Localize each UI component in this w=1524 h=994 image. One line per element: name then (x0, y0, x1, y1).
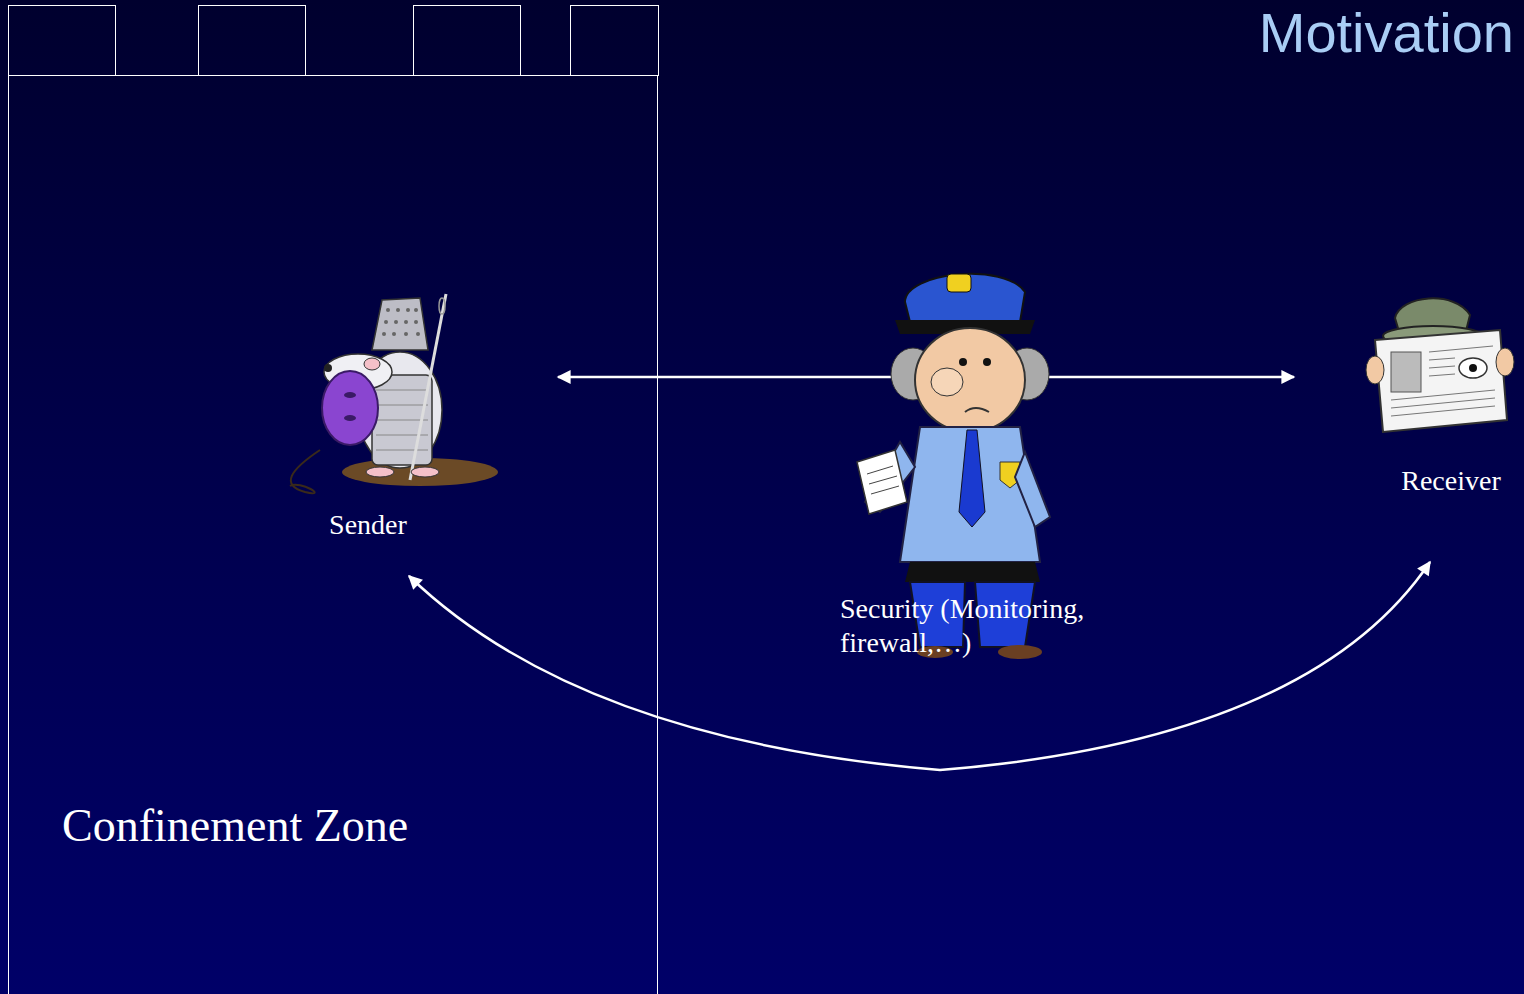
battlement (414, 6, 521, 76)
battlement (199, 6, 306, 76)
spy-with-newspaper-illustration (1295, 290, 1520, 562)
receiver-figure: Receiver (1295, 290, 1520, 562)
node-label: Security (Monitoring, firewall,…) (840, 592, 1220, 659)
node-label: Sender (329, 508, 407, 542)
battlement (9, 6, 116, 76)
confinement-zone: Confinement Zone Sender (8, 75, 658, 994)
security-figure: Security (Monitoring, firewall,…) (835, 262, 1226, 668)
node-label: Confinement Zone (62, 798, 408, 853)
mouse-knight-illustration (260, 280, 556, 572)
slide-title: Motivation (1259, 2, 1514, 64)
battlement (571, 6, 659, 76)
node-label: Receiver (1401, 464, 1501, 498)
sender-figure: Sender (260, 280, 556, 572)
flow-arrow (409, 562, 1430, 770)
